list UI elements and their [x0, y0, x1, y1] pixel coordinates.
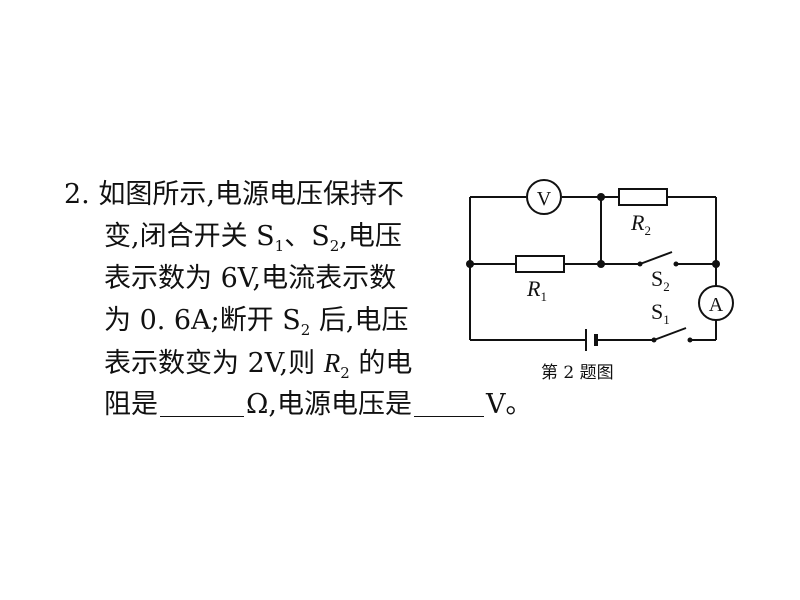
- circuit-wires: [469, 196, 717, 341]
- resistor-r1: [515, 255, 565, 273]
- ammeter: A: [698, 285, 734, 321]
- question-line-4: 为 0. 6A;断开 S2 后,电压: [104, 305, 409, 339]
- label-r1: R1: [526, 276, 547, 304]
- switch-s1: [651, 327, 693, 343]
- label-s1: S1: [651, 299, 670, 327]
- answer-blank-voltage[interactable]: [413, 388, 484, 417]
- junction-dots: [466, 193, 720, 268]
- switch-s2: [637, 251, 679, 267]
- svg-text:V: V: [537, 188, 552, 210]
- question-line-3: 表示数为 6V,电流表示数: [104, 263, 397, 294]
- label-s2: S2: [651, 266, 670, 294]
- voltmeter: V: [526, 179, 562, 215]
- question-text: 2. 如图所示,电源电压保持不 变,闭合开关 S1、S2,电压 表示数为 6V,…: [64, 174, 533, 426]
- question-line-5: 表示数变为 2V,则 R2 的电: [104, 348, 413, 382]
- battery-symbol: [585, 329, 598, 351]
- label-r2: R2: [630, 210, 651, 238]
- resistor-r2: [618, 188, 668, 206]
- answer-blank-resistance[interactable]: [160, 388, 244, 417]
- svg-text:A: A: [709, 294, 724, 316]
- question-line-2: 变,闭合开关 S1、S2,电压: [104, 221, 402, 255]
- figure-caption: 第 2 题图: [541, 363, 614, 383]
- question-line-1: 2. 如图所示,电源电压保持不: [64, 179, 404, 210]
- question-number: 2.: [64, 179, 90, 210]
